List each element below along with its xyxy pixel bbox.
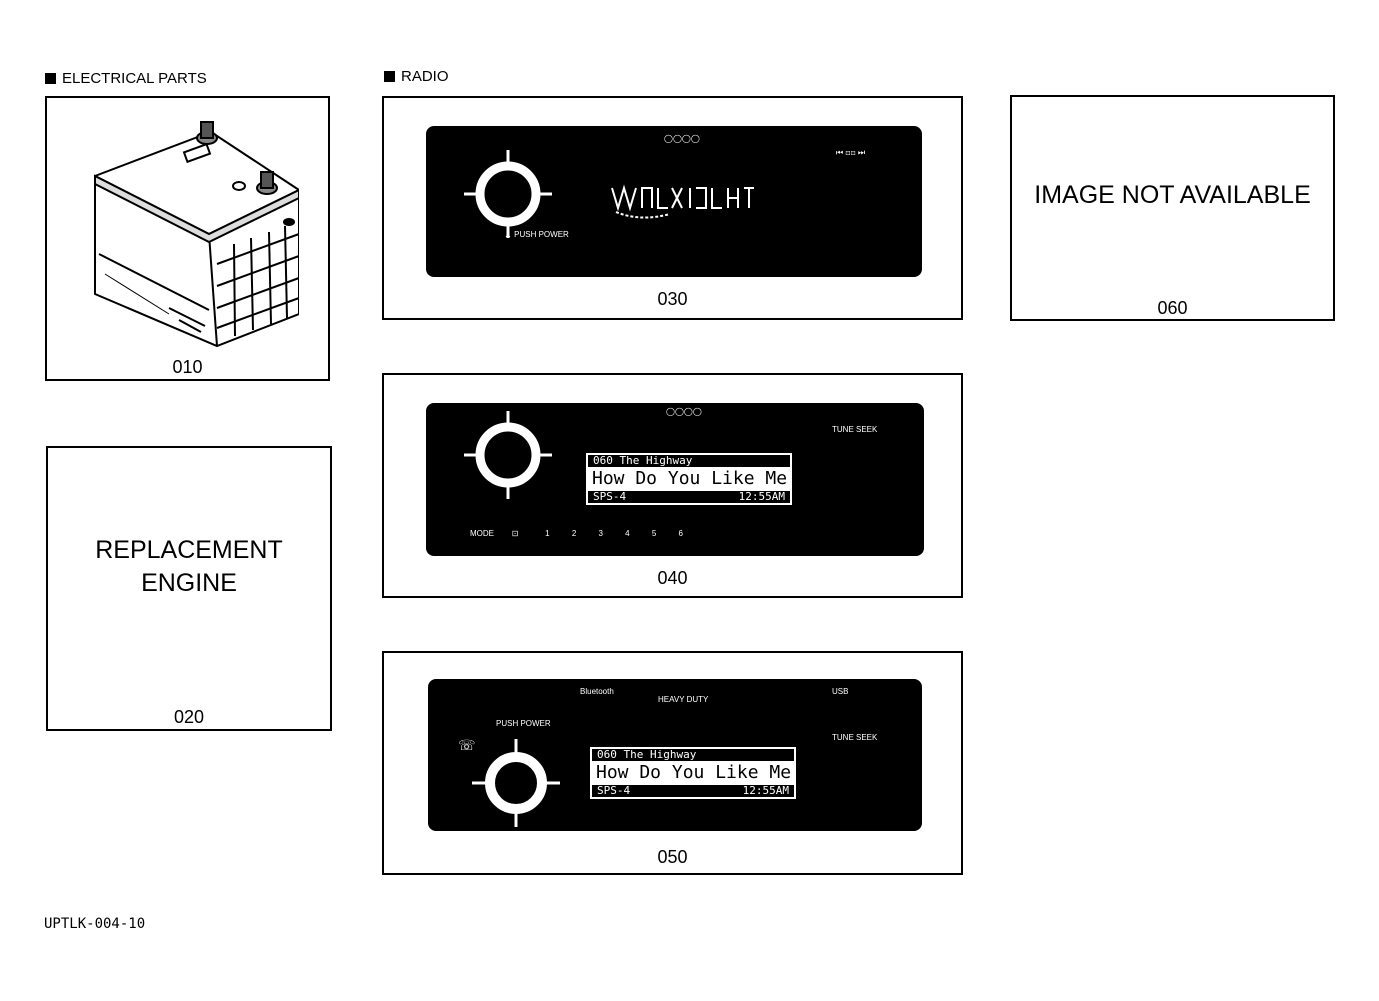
lcd-preset: SPS-4 <box>597 784 631 797</box>
part-panel-010[interactable]: 010 <box>45 96 330 381</box>
lcd-status-row: SPS-4 12:55AM <box>592 784 794 797</box>
brand-logo: ◯◯◯◯ <box>666 407 702 416</box>
part-number-020: 020 <box>173 707 205 727</box>
replacement-engine-line2: ENGINE <box>141 569 237 597</box>
square-bullet-icon <box>45 73 56 84</box>
lcd-time: 12:55AM <box>738 490 785 503</box>
volume-knob-icon <box>464 150 552 238</box>
part-number-050: 050 <box>657 847 688 867</box>
phone-icon: ☏ <box>458 737 476 753</box>
lcd-preset: SPS-4 <box>593 490 627 503</box>
part-number-060: 060 <box>1157 298 1188 318</box>
section-title-radio-label: RADIO <box>401 68 449 85</box>
tune-seek-label: TUNE SEEK <box>832 425 878 434</box>
brand-logo: ◯◯◯◯ <box>664 134 700 143</box>
heavy-duty-label: HEAVY DUTY <box>658 695 709 704</box>
radio-illustration: ◯◯◯◯ ⏮ ⊡⊡ ⏭ ▲ PUSH POWER <box>426 126 922 277</box>
part-number-030: 030 <box>657 289 688 309</box>
push-power-label: PUSH POWER <box>496 719 551 728</box>
lcd-time: 12:55AM <box>742 784 789 797</box>
lcd-song: How Do You Like Me Now <box>588 468 790 490</box>
section-title-electrical-parts: ELECTRICAL PARTS <box>45 70 207 87</box>
radio-illustration: 060 The Highway How Do You Like Me Now S… <box>426 403 924 556</box>
volume-knob-icon <box>472 739 560 827</box>
part-panel-060[interactable]: IMAGE NOT AVAILABLE 060 <box>1010 95 1335 321</box>
part-number-040: 040 <box>657 568 688 588</box>
part-panel-040[interactable]: 060 The Highway How Do You Like Me Now S… <box>382 373 963 598</box>
radio-illustration: 060 The Highway How Do You Like Me Now S… <box>428 679 922 831</box>
lcd-channel: 060 The Highway <box>592 749 794 762</box>
bluetooth-label: Bluetooth <box>580 687 614 696</box>
part-panel-020[interactable]: REPLACEMENT ENGINE 020 <box>46 446 332 731</box>
tune-seek-label: ⏮ ⊡⊡ ⏭ <box>836 148 866 157</box>
lcd-scribble-icon <box>611 184 754 219</box>
battery-icon <box>94 121 299 348</box>
usb-label: USB <box>832 687 849 696</box>
replacement-engine-line1: REPLACEMENT <box>95 536 283 564</box>
image-not-available-text: IMAGE NOT AVAILABLE <box>1034 181 1311 209</box>
tune-seek-label: TUNE SEEK <box>832 733 878 742</box>
preset-buttons-row: MODE ⊡ 1 2 3 4 5 6 <box>470 529 683 538</box>
document-code: UPTLK-004-10 <box>44 916 146 932</box>
lcd-song: How Do You Like Me Now <box>592 762 794 784</box>
part-panel-050[interactable]: 060 The Highway How Do You Like Me Now S… <box>382 651 963 875</box>
volume-knob-icon <box>464 411 552 499</box>
lcd-display: 060 The Highway How Do You Like Me Now S… <box>586 453 792 505</box>
lcd-channel: 060 The Highway <box>588 455 790 468</box>
square-bullet-icon <box>384 71 395 82</box>
section-title-electrical-parts-label: ELECTRICAL PARTS <box>62 70 207 87</box>
lcd-display: 060 The Highway How Do You Like Me Now S… <box>590 747 796 799</box>
section-title-radio: RADIO <box>384 68 449 85</box>
lcd-status-row: SPS-4 12:55AM <box>588 490 790 503</box>
part-panel-030[interactable]: ◯◯◯◯ ⏮ ⊡⊡ ⏭ ▲ PUSH POWER 030 <box>382 96 963 320</box>
part-number-010: 010 <box>172 357 203 377</box>
push-power-label: ▲ PUSH POWER <box>504 230 569 239</box>
